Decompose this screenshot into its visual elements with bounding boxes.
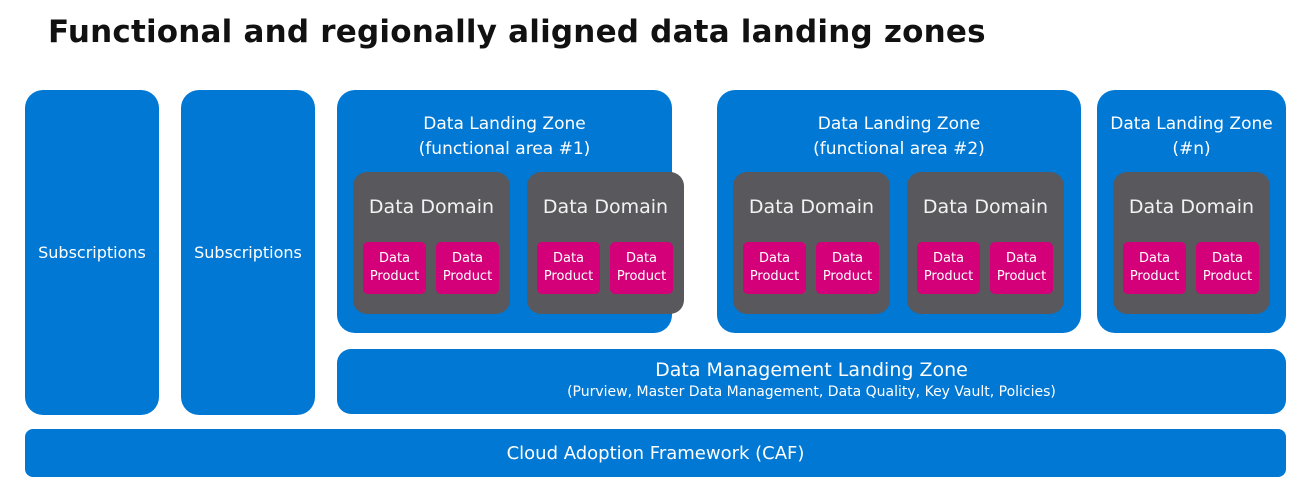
data-domain-label: Data Domain bbox=[748, 196, 875, 218]
landing-zone-title-line1: Data Landing Zone bbox=[817, 114, 981, 134]
landing-zone-title-line2: (#n) bbox=[1172, 139, 1211, 159]
data-domain-label: Data Domain bbox=[368, 196, 495, 218]
subscriptions-label: Subscriptions bbox=[194, 243, 302, 262]
data-domain-label: Data Domain bbox=[1128, 196, 1255, 218]
subscriptions-box-1: Subscriptions bbox=[25, 90, 159, 415]
subscriptions-label: Subscriptions bbox=[38, 243, 146, 262]
data-management-landing-zone: Data Management Landing Zone (Purview, M… bbox=[337, 349, 1286, 414]
data-landing-zone-1: Data Landing Zone (functional area #1) D… bbox=[337, 90, 684, 333]
data-domain-label: Data Domain bbox=[542, 196, 669, 218]
cloud-adoption-framework-bar: Cloud Adoption Framework (CAF) bbox=[25, 429, 1286, 477]
data-management-title: Data Management Landing Zone bbox=[655, 359, 968, 381]
landing-zone-title-line2: (functional area #1) bbox=[418, 139, 591, 159]
subscriptions-box-2: Subscriptions bbox=[181, 90, 315, 415]
landing-zone-title-line2: (functional area #2) bbox=[813, 139, 985, 159]
caf-label: Cloud Adoption Framework (CAF) bbox=[506, 442, 805, 464]
data-management-subtitle: (Purview, Master Data Management, Data Q… bbox=[567, 384, 1056, 400]
diagram-title: Functional and regionally aligned data l… bbox=[48, 14, 986, 50]
landing-zone-title-line1: Data Landing Zone bbox=[423, 114, 586, 134]
landing-zone-title: Data Landing Zone (#n) bbox=[1097, 112, 1286, 162]
landing-zone-title: Data Landing Zone (functional area #1) bbox=[337, 112, 672, 162]
data-landing-zone-2: Data Landing Zone (functional area #2) D… bbox=[717, 90, 1081, 333]
landing-zone-title-line1: Data Landing Zone bbox=[1110, 114, 1273, 134]
data-domain-label: Data Domain bbox=[922, 196, 1049, 218]
landing-zone-title: Data Landing Zone (functional area #2) bbox=[717, 112, 1081, 162]
